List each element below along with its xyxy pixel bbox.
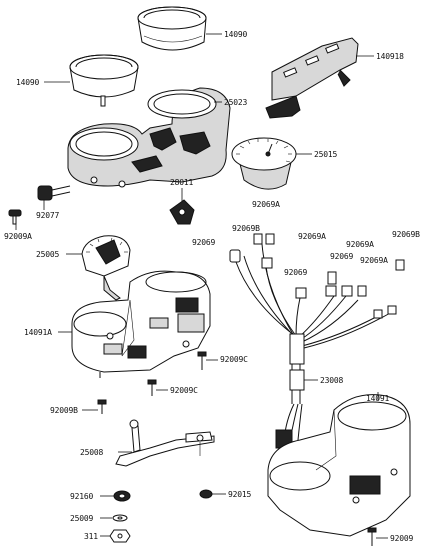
label-14091A: 14091A (24, 328, 52, 337)
label-92069B-1: 92069B (232, 224, 260, 233)
meter-case (67, 87, 231, 188)
label-92069A-4: 92069A (360, 256, 388, 265)
label-14090-upper: 14090 (224, 30, 248, 39)
label-92009C-1: 92009C (220, 355, 248, 364)
meter-ring-upper (137, 6, 222, 51)
label-14090-lower: 14090 (16, 78, 40, 87)
label-92069-3: 92069 (284, 268, 308, 277)
label-25008: 25008 (80, 448, 104, 457)
meter-ring-lower (44, 54, 139, 107)
tachometer-unit (231, 137, 312, 190)
label-25005: 25005 (36, 250, 60, 259)
label-92069A-1: 92069A (252, 200, 280, 209)
label-92160: 92160 (70, 492, 94, 501)
label-140918: 140918 (376, 52, 404, 61)
label-28011: 28011 (170, 178, 194, 187)
label-92069-2: 92069 (330, 252, 354, 261)
label-23008: 23008 (320, 376, 344, 385)
label-92077: 92077 (36, 211, 60, 220)
screws-92009 (82, 351, 218, 414)
label-92009C-2: 92009C (170, 386, 198, 395)
label-14091: 14091 (366, 394, 390, 403)
knob-and-screw (8, 185, 71, 230)
rear-cover (267, 392, 411, 546)
clip-part (169, 188, 195, 225)
label-311: 311 (84, 532, 98, 541)
label-25023: 25023 (224, 98, 248, 107)
label-92009: 92009 (390, 534, 414, 543)
wiring-harness (229, 233, 405, 449)
speedometer-unit (66, 235, 131, 301)
label-92009A: 92009A (4, 232, 32, 241)
lower-meter-housing (58, 270, 211, 378)
label-92015: 92015 (228, 490, 252, 499)
small-hardware (100, 489, 226, 543)
label-25009: 25009 (70, 514, 94, 523)
meter-cover-bracket (265, 37, 374, 119)
meter-bracket (115, 419, 215, 467)
label-92069A-3: 92069A (346, 240, 374, 249)
label-92069B-2: 92069B (392, 230, 420, 239)
label-92069-1: 92069 (192, 238, 216, 247)
label-92069A-2: 92069A (298, 232, 326, 241)
label-25015: 25015 (314, 150, 338, 159)
label-92009B: 92009B (50, 406, 78, 415)
